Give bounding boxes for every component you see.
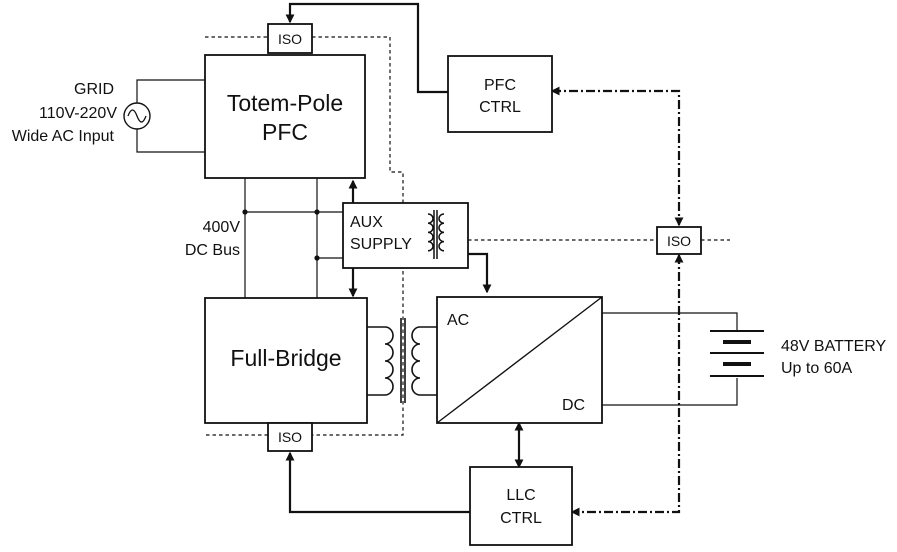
battery-icon — [710, 330, 764, 377]
converter-diagonal — [436, 296, 603, 424]
converter-ac-label: AC — [447, 312, 469, 329]
aux-label-line2: SUPPLY — [350, 236, 412, 253]
iso-right-block — [656, 226, 702, 255]
grid-wires — [136, 79, 205, 153]
aux-supply-block — [342, 202, 469, 269]
dc-bus-node — [314, 209, 320, 215]
full-bridge-label: Full-Bridge — [230, 345, 341, 371]
battery-label-line2: Up to 60A — [781, 360, 852, 377]
aux-label-line1: AUX — [350, 214, 383, 231]
iso-bottom-label: ISO — [278, 429, 302, 445]
dc-bus-node — [314, 255, 320, 261]
dc-bus-label-line1: 400V — [203, 219, 241, 236]
llc-ctrl-iso-link — [570, 253, 684, 517]
llc-ctrl-block — [469, 466, 573, 546]
pfc-ctrl-label-line2: CTRL — [479, 99, 521, 116]
main-transformer-icon — [367, 318, 437, 403]
dc-bus-label-line2: DC Bus — [185, 242, 240, 259]
iso-top-block — [267, 23, 313, 54]
aux-transformer-icon — [427, 210, 445, 259]
dc-bus-node — [242, 209, 248, 215]
llc-ctrl-to-iso-arrow — [285, 451, 470, 514]
llc-ctrl-label-line1: LLC — [506, 487, 535, 504]
converter-dc-label: DC — [562, 397, 585, 414]
pfc-label-line1: Totem-Pole — [227, 90, 343, 116]
battery-wires — [602, 312, 738, 406]
dc-bus-wires — [244, 178, 343, 298]
pfc-label-line2: PFC — [262, 119, 308, 145]
pfc-ctrl-iso-link — [550, 86, 684, 227]
pfc-ctrl-block — [447, 55, 553, 133]
pfc-ctrl-to-iso-arrow — [285, 2, 448, 94]
grid-input-label: Wide AC Input — [12, 128, 115, 145]
iso-top-label: ISO — [278, 31, 302, 47]
pfc-ctrl-label-line1: PFC — [484, 77, 516, 94]
grid-label: GRID — [74, 81, 114, 98]
iso-right-label: ISO — [667, 233, 691, 249]
totem-pole-pfc-block — [204, 54, 366, 179]
iso-bottom-block — [267, 422, 313, 452]
isolation-boundary — [205, 36, 404, 436]
aux-to-converter-arrow — [468, 252, 492, 294]
sine-wave-icon — [127, 109, 147, 123]
llc-ctrl-label-line2: CTRL — [500, 510, 542, 527]
grid-voltage-label: 110V-220V — [39, 105, 117, 122]
battery-label-line1: 48V BATTERY — [781, 338, 887, 355]
